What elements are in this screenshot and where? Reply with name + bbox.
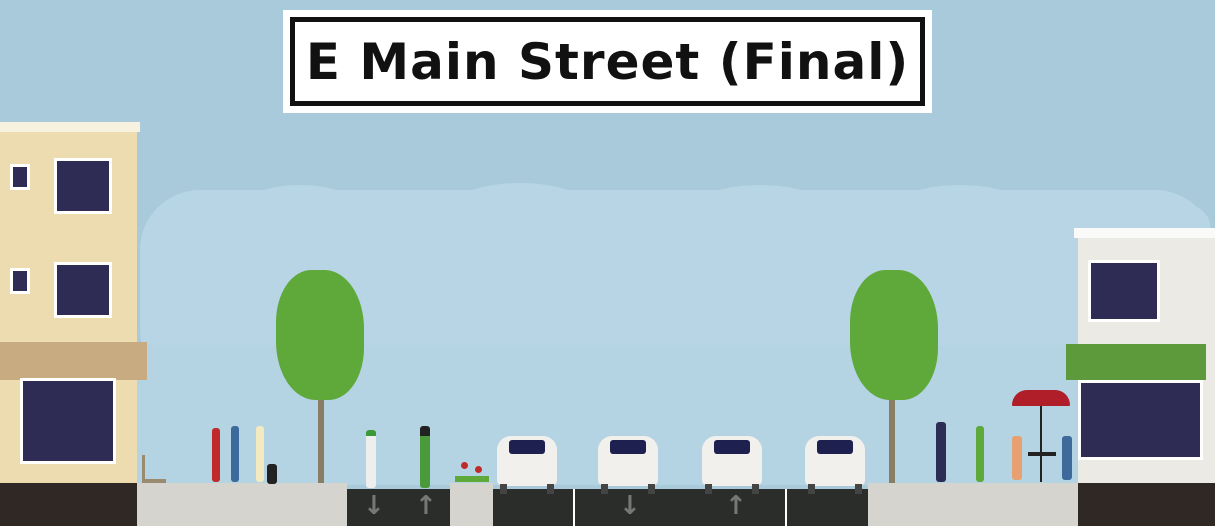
pedestrian-icon xyxy=(212,428,220,482)
car-icon xyxy=(598,436,658,494)
sidewalk-left[interactable] xyxy=(137,483,347,526)
flower-icon xyxy=(455,462,489,482)
street-title-sign: E Main Street (Final) xyxy=(283,10,932,113)
umbrella-icon xyxy=(1012,390,1070,406)
bench-icon xyxy=(142,455,166,483)
arrow-down-icon: ↓ xyxy=(363,491,385,521)
drive-lanes[interactable]: ↓ ↑ xyxy=(573,489,787,526)
cyclist-icon xyxy=(420,426,430,488)
arrow-down-icon: ↓ xyxy=(619,491,641,521)
awning-left xyxy=(0,342,147,380)
awning-right xyxy=(1066,344,1206,380)
pedestrian-icon xyxy=(936,422,946,482)
cyclist-icon xyxy=(366,430,376,488)
building-left-ground xyxy=(0,483,137,526)
sidewalk-right[interactable] xyxy=(868,483,1078,526)
parking-lane-left[interactable] xyxy=(493,489,573,526)
cafe-table-icon xyxy=(1028,452,1056,456)
building-right xyxy=(1066,228,1215,483)
pedestrian-icon xyxy=(1012,436,1022,480)
pedestrian-icon xyxy=(231,426,239,482)
pedestrian-icon xyxy=(256,426,264,482)
dog-icon xyxy=(267,464,277,484)
parking-lane-right[interactable] xyxy=(787,489,868,526)
pedestrian-icon xyxy=(976,426,984,482)
bike-lane[interactable]: ↓ ↑ xyxy=(347,489,450,526)
arrow-up-icon: ↑ xyxy=(725,491,747,521)
car-icon xyxy=(805,436,865,494)
building-right-ground xyxy=(1078,483,1215,526)
car-icon xyxy=(702,436,762,494)
arrow-up-icon: ↑ xyxy=(415,491,437,521)
building-left xyxy=(0,122,147,483)
pedestrian-icon xyxy=(1062,436,1072,480)
car-icon xyxy=(497,436,557,494)
street-title[interactable]: E Main Street (Final) xyxy=(290,17,925,106)
planter[interactable] xyxy=(450,483,493,526)
